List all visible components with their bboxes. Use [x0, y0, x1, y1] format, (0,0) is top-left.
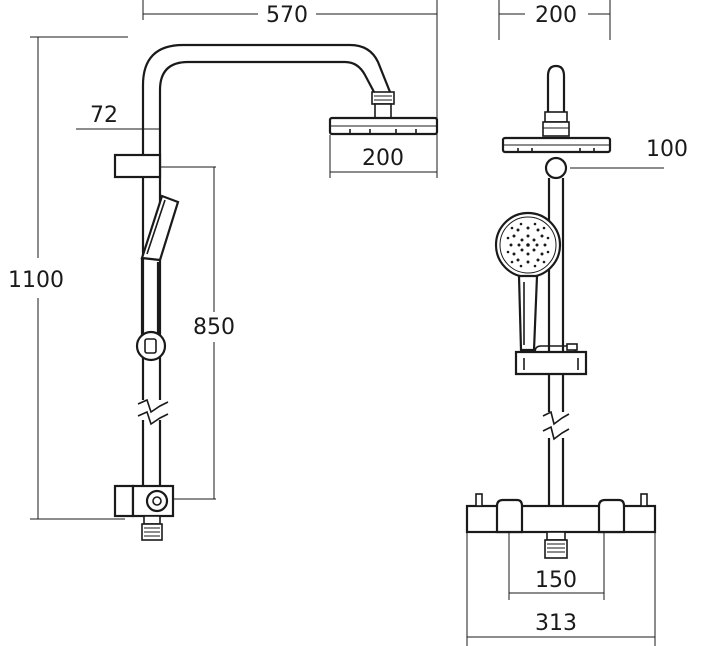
- handset-nozzles: [506, 222, 550, 268]
- dimension-rail-offset-label: 72: [90, 103, 118, 128]
- dimension-head-depth: 100: [570, 137, 688, 169]
- handset-side: [140, 194, 180, 335]
- valve-front: [465, 493, 657, 559]
- head-connector-side: [371, 91, 395, 119]
- wall-bracket-side: [135, 330, 167, 362]
- dimension-head-width-front-label: 200: [535, 3, 577, 28]
- slider-holder-side: [113, 153, 162, 179]
- dimension-inlet-centres-label: 150: [535, 568, 577, 593]
- dimension-slider-to-valve: 850: [160, 166, 235, 500]
- handset-front: [494, 211, 562, 352]
- front-view: 200 100: [465, 0, 688, 646]
- overhead-head-front: [501, 136, 612, 154]
- dimension-valve-width-label: 313: [535, 611, 577, 636]
- dimension-total-height-label: 1100: [8, 268, 64, 293]
- dimension-head-depth-label: 100: [646, 137, 688, 162]
- arm-front: [542, 64, 570, 137]
- dimension-arm-reach: 570: [142, 0, 438, 178]
- riser-rail-side: [136, 43, 392, 485]
- dimension-slider-to-valve-label: 850: [193, 315, 235, 340]
- dimension-total-height: 1100: [8, 36, 128, 520]
- slider-holder-front: [514, 343, 588, 376]
- riser-rail-front: [542, 156, 570, 506]
- overhead-head-side: 200: [328, 116, 439, 178]
- dimension-valve-width: 313: [466, 532, 656, 646]
- valve-side: [113, 484, 175, 541]
- dimension-head-width-front: 200: [498, 0, 611, 40]
- dimension-rail-offset: 72: [76, 103, 161, 160]
- dimension-arm-reach-label: 570: [266, 3, 308, 28]
- dimension-inlet-centres: 150: [508, 532, 605, 600]
- dimension-head-width-side-label: 200: [362, 146, 404, 171]
- side-view: 570 1100 72 850: [8, 0, 439, 541]
